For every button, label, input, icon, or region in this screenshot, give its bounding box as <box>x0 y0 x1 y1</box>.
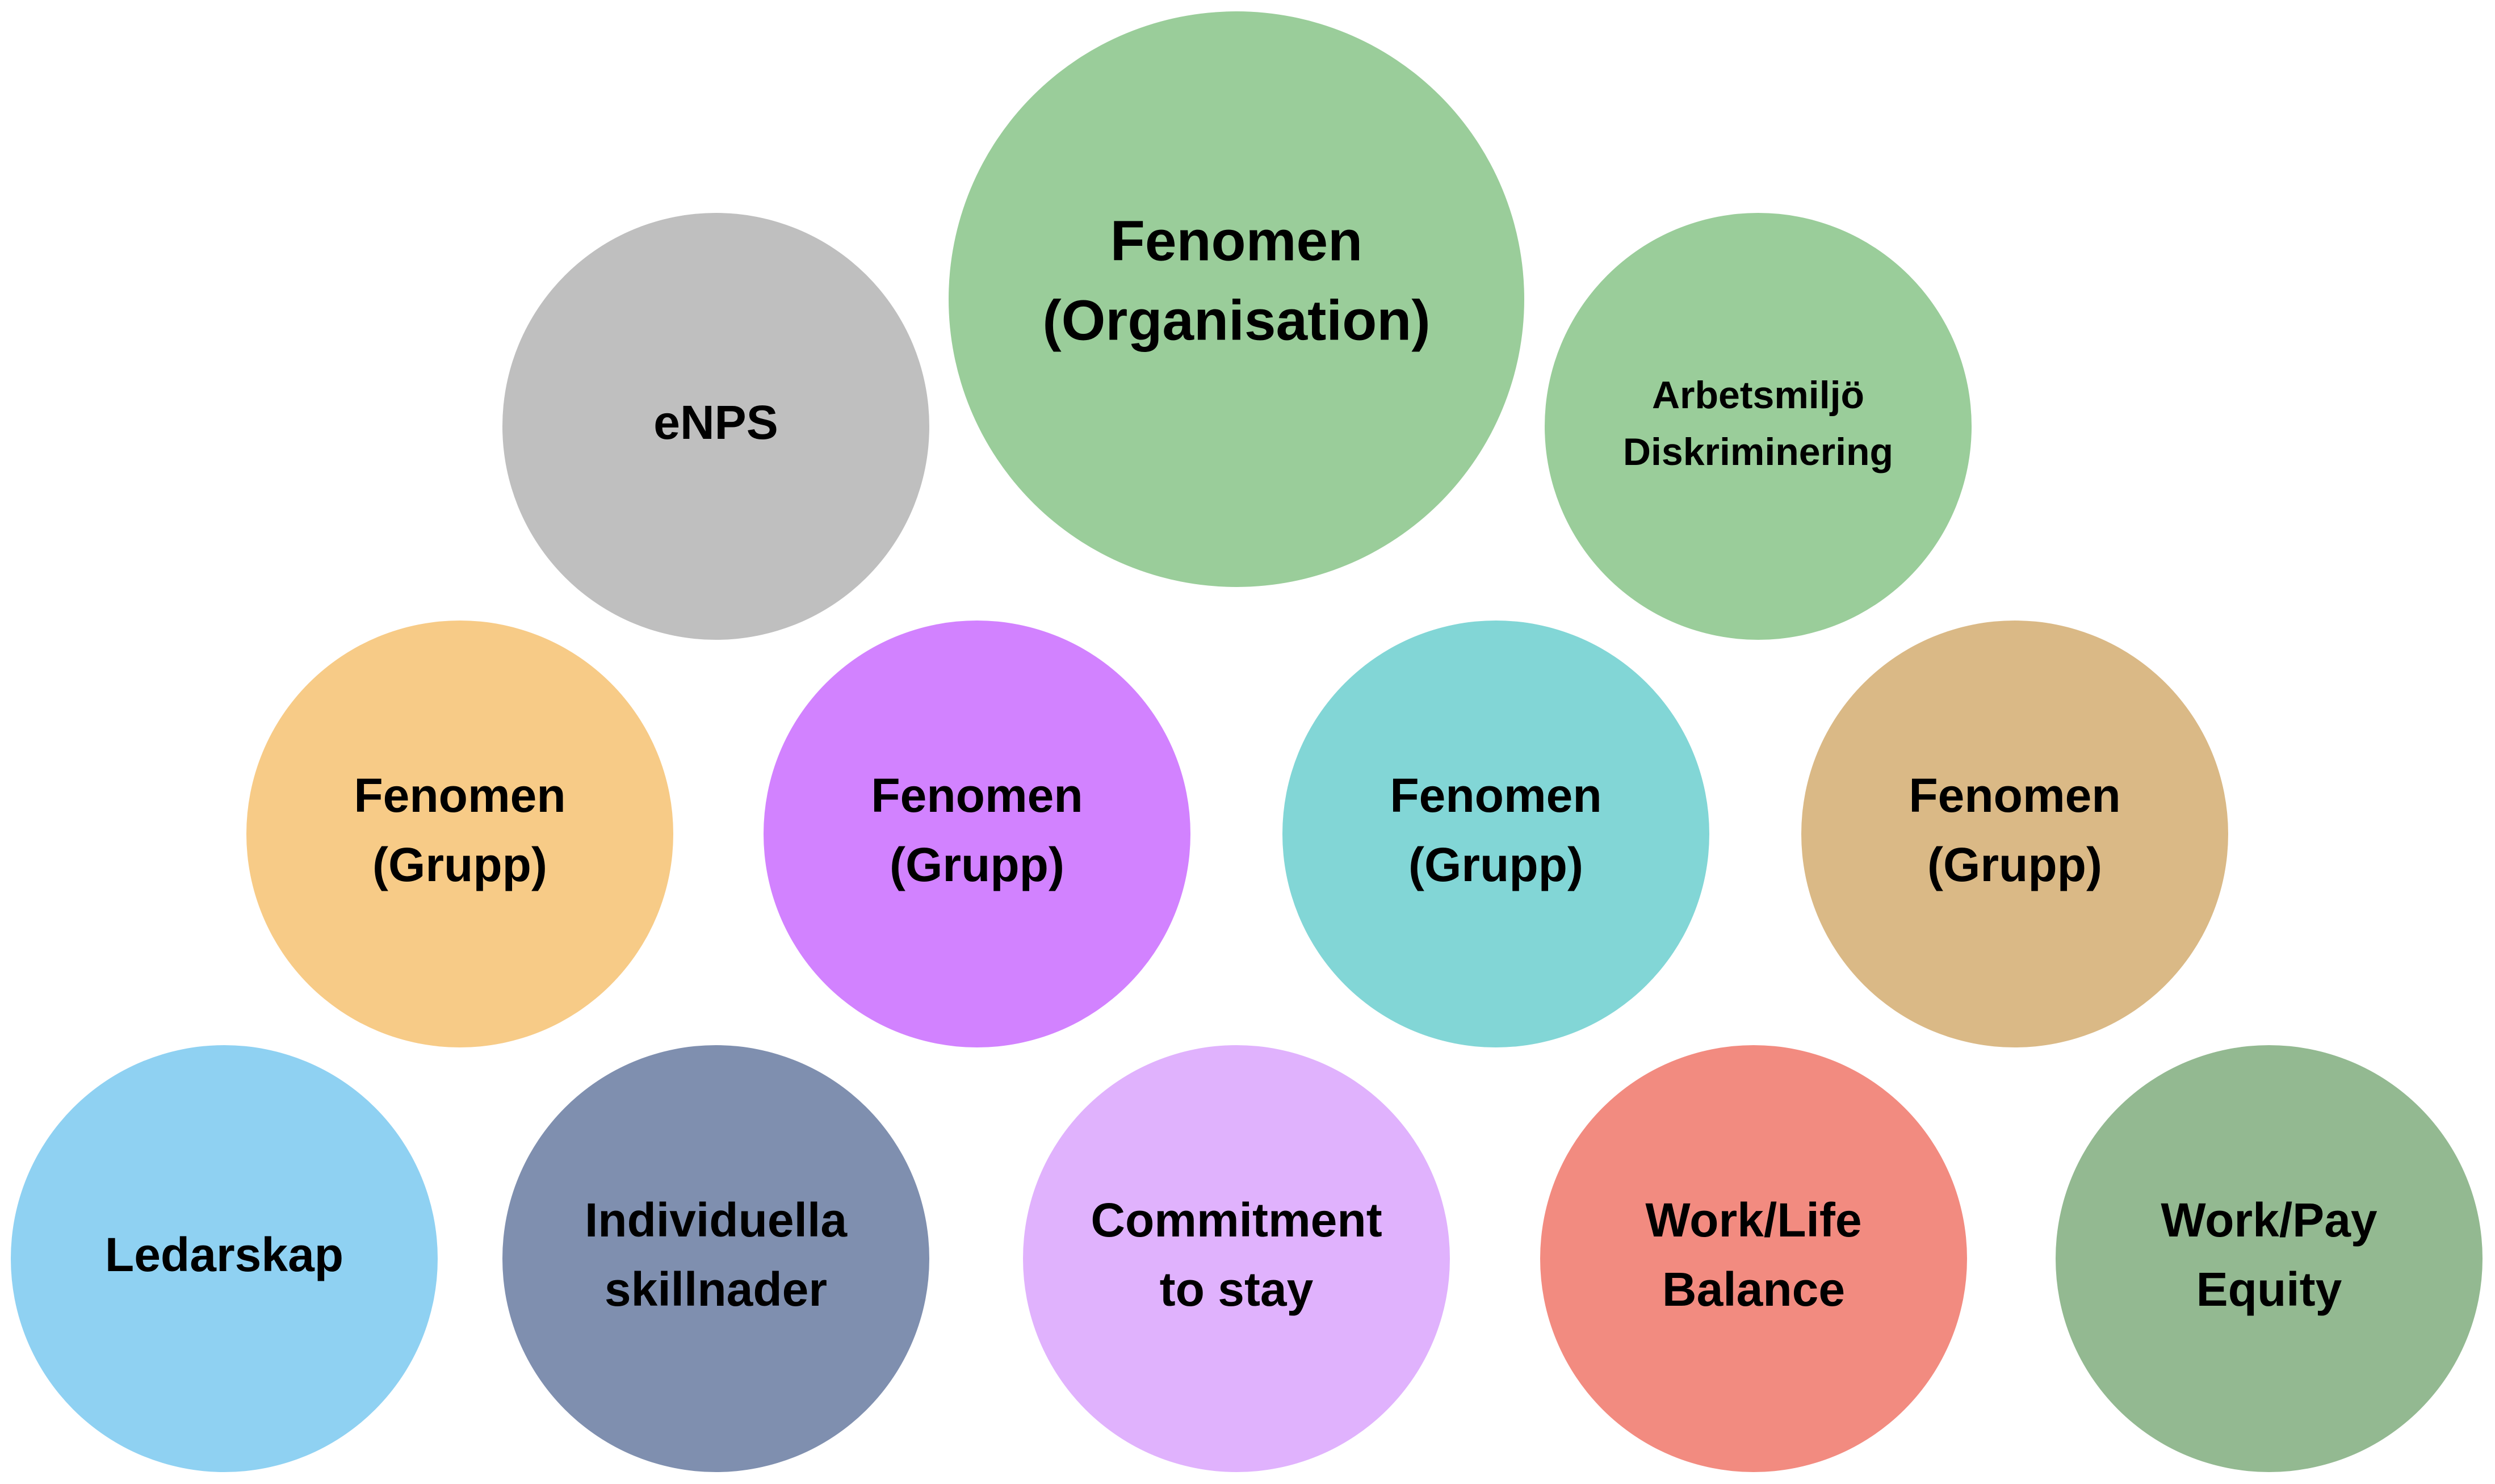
bubble-label: (Grupp) <box>372 838 547 891</box>
bubble-label: Work/Life <box>1645 1193 1861 1247</box>
bubble-label: Individuella <box>585 1193 848 1247</box>
bubble-grupp-1: Fenomen (Grupp) <box>246 621 673 1047</box>
bubble-ledarskap: Ledarskap <box>11 1045 438 1472</box>
bubble-circle <box>11 1045 438 1472</box>
bubble-commitment: Commitment to stay <box>1023 1045 1450 1472</box>
bubble-label: Balance <box>1662 1263 1845 1316</box>
bubble-enps: eNPS <box>502 213 929 640</box>
bubble-circle <box>502 213 929 640</box>
bubble-grupp-3: Fenomen (Grupp) <box>1282 621 1709 1047</box>
bubble-label: Commitment <box>1091 1193 1382 1247</box>
bubble-label: Fenomen <box>1390 769 1601 822</box>
bubble-individuella: Individuella skillnader <box>502 1045 929 1472</box>
bubble-label: eNPS <box>653 396 778 449</box>
bubble-label: Diskriminering <box>1623 430 1893 473</box>
bubble-circle <box>1023 1045 1450 1472</box>
bubble-label: (Grupp) <box>1927 838 2102 891</box>
bubble-label: (Grupp) <box>1408 838 1583 891</box>
bubble-circle <box>1282 621 1709 1047</box>
bubble-label: Work/Pay <box>2161 1193 2377 1247</box>
bubble-label: to stay <box>1160 1263 1314 1316</box>
bubble-organisation: Fenomen (Organisation) <box>949 11 1524 587</box>
bubble-grupp-2: Fenomen (Grupp) <box>764 621 1190 1047</box>
bubble-label: skillnader <box>605 1263 827 1316</box>
bubble-circle <box>246 621 673 1047</box>
bubble-circle <box>502 1045 929 1472</box>
bubble-label: Fenomen <box>1909 769 2120 822</box>
bubble-label: (Grupp) <box>890 838 1064 891</box>
bubble-circle <box>949 11 1524 587</box>
bubble-circle <box>1545 213 1972 640</box>
bubble-label: (Organisation) <box>1042 288 1430 352</box>
bubble-label: Arbetsmiljö <box>1652 374 1864 417</box>
bubble-circle <box>764 621 1190 1047</box>
bubble-circle <box>1540 1045 1967 1472</box>
bubble-label: Fenomen <box>871 769 1083 822</box>
bubble-circle <box>1801 621 2228 1047</box>
bubble-label: Fenomen <box>1110 209 1362 273</box>
bubble-grupp-4: Fenomen (Grupp) <box>1801 621 2228 1047</box>
bubble-label: Fenomen <box>354 769 565 822</box>
bubble-label: Equity <box>2196 1263 2342 1316</box>
bubble-label: Ledarskap <box>105 1228 343 1281</box>
bubble-circle <box>2056 1045 2483 1472</box>
